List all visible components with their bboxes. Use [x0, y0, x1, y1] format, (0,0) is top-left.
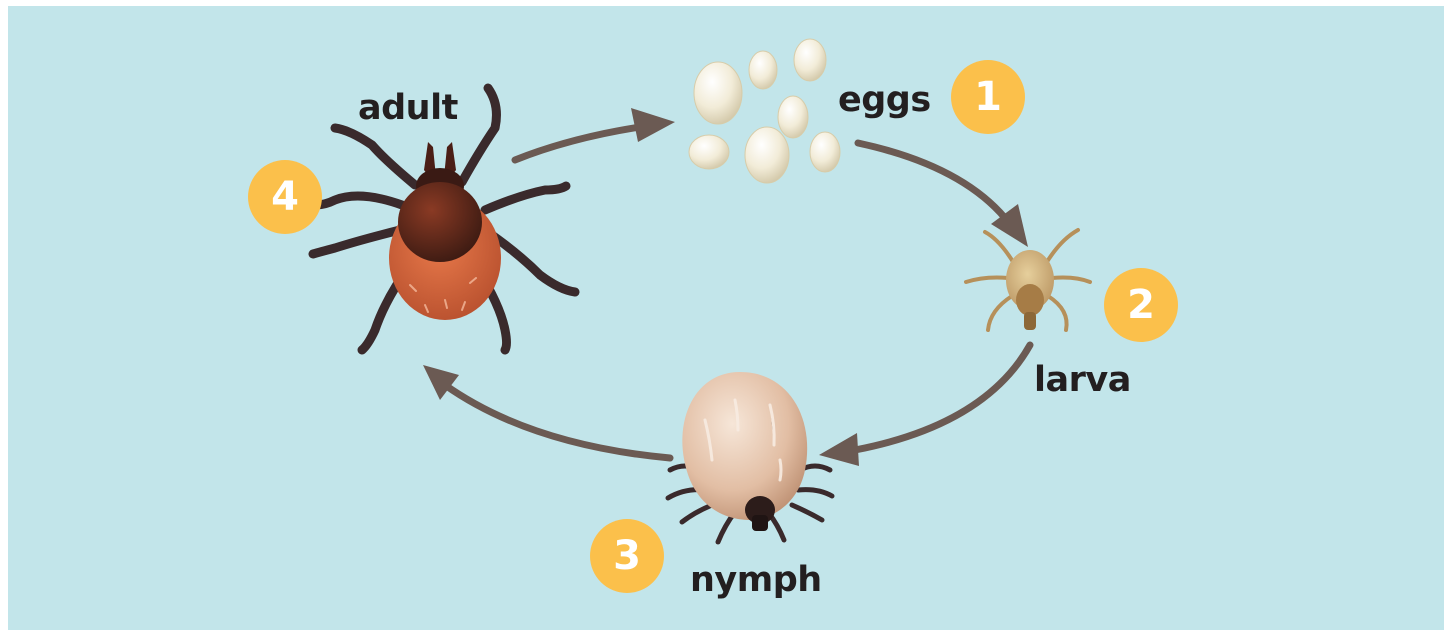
larva-illustration [966, 230, 1090, 330]
arrow-eggs-to-larva [858, 143, 1005, 218]
label-adult: adult [358, 88, 458, 128]
label-eggs: eggs [838, 80, 931, 120]
badge-stage-4: 4 [248, 160, 322, 234]
badge-stage-2: 2 [1104, 268, 1178, 342]
arrow-larva-to-nymph [855, 345, 1030, 450]
eggs-illustration [689, 39, 840, 183]
badge-stage-3: 3 [590, 519, 664, 593]
arrowhead-nymph [819, 433, 859, 466]
nymph-illustration [668, 372, 832, 542]
arrow-nymph-to-adult [445, 385, 670, 458]
arrow-adult-to-eggs [515, 127, 640, 160]
label-larva: larva [1034, 360, 1131, 400]
arrowhead-eggs [631, 108, 675, 142]
badge-stage-1: 1 [951, 60, 1025, 134]
label-nymph: nymph [690, 560, 822, 600]
